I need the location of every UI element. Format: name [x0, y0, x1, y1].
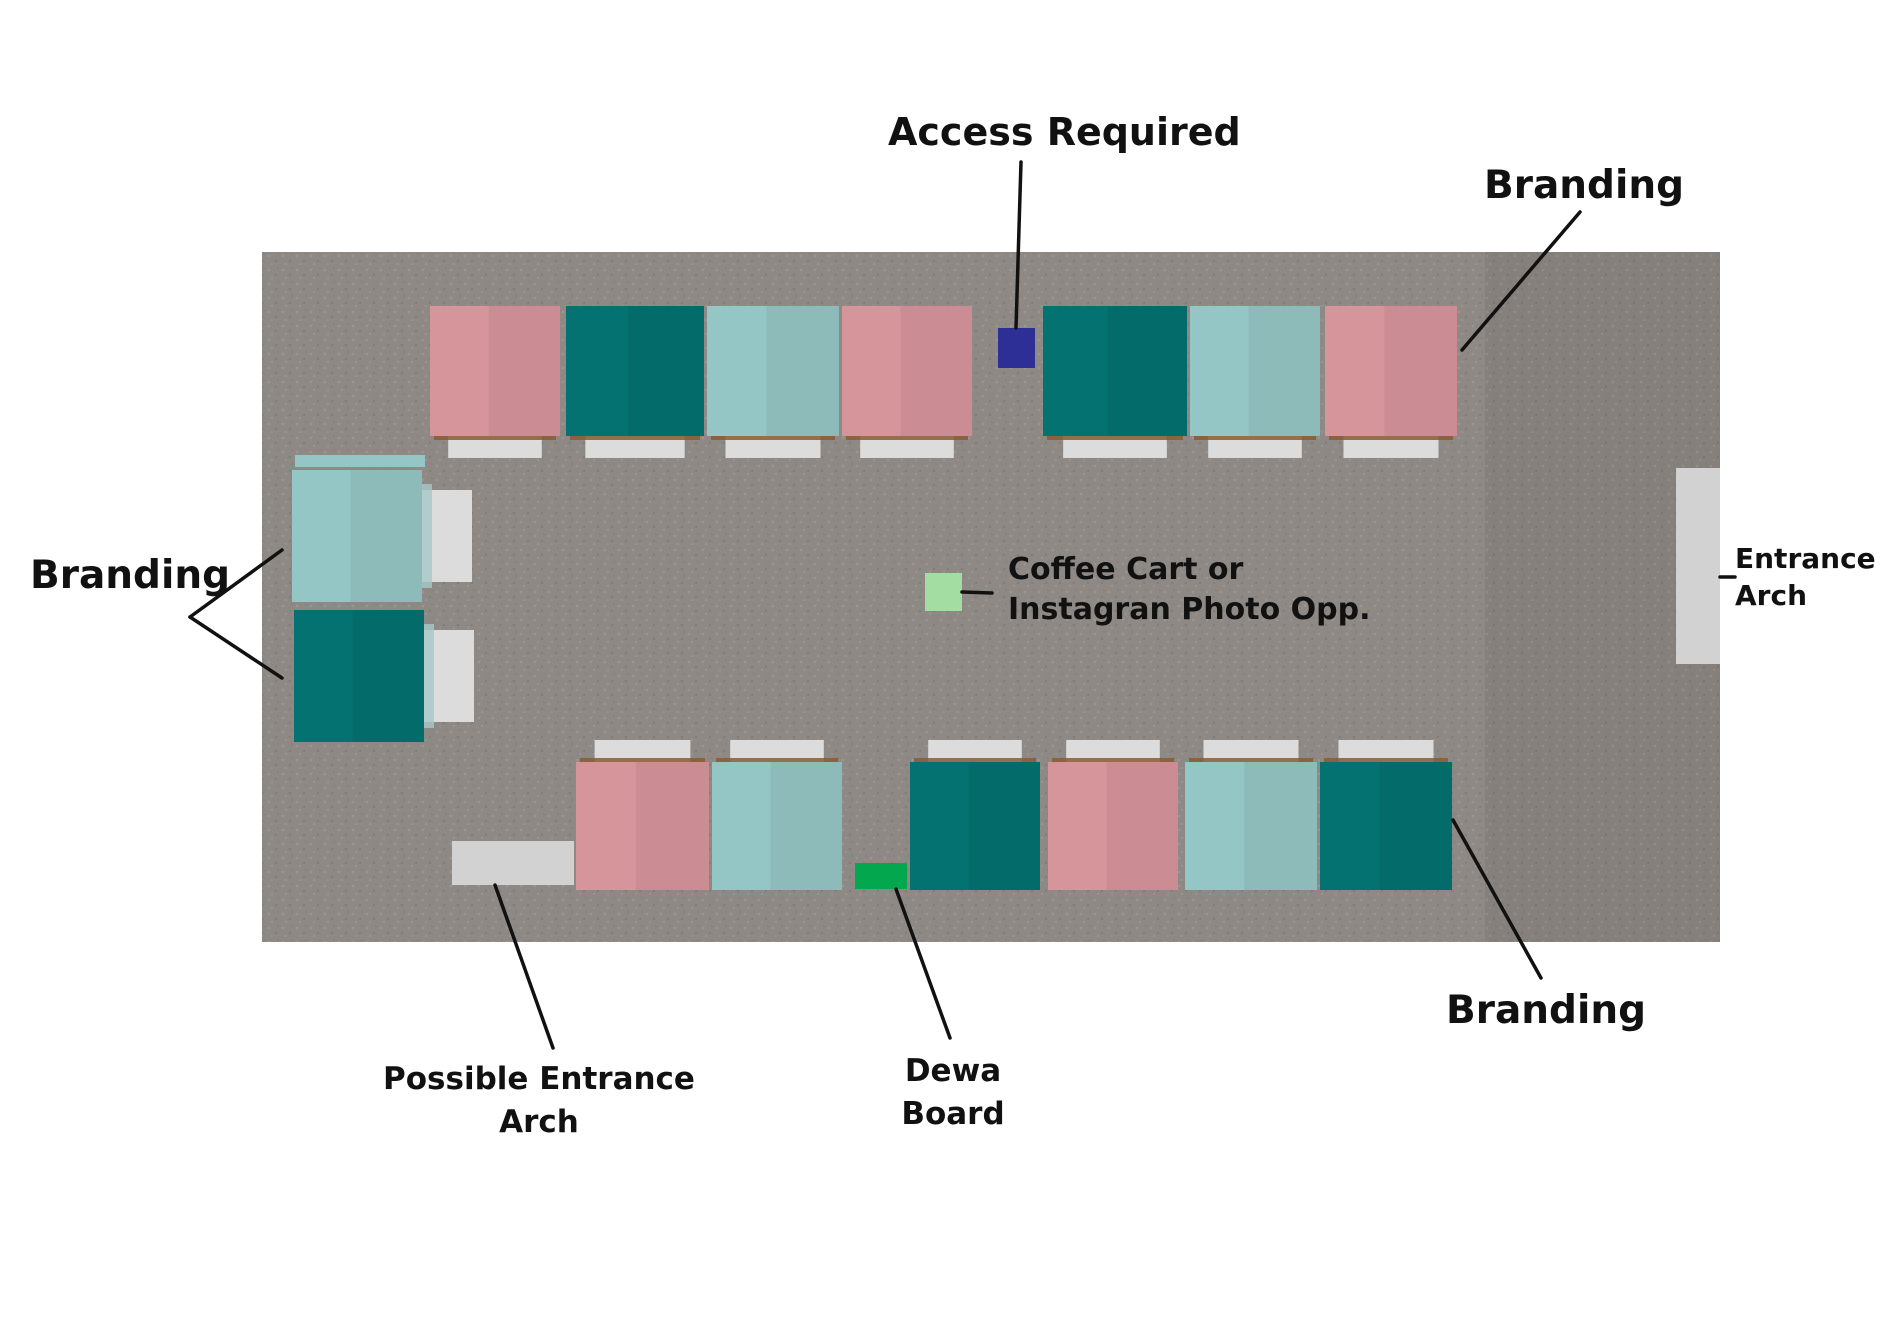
- booth-bottom-5-roof: [1185, 762, 1317, 890]
- access-required-label: Access Required: [888, 110, 1241, 154]
- booth-top-2: [566, 306, 704, 458]
- booth-top-5-roof: [1043, 306, 1187, 436]
- booth-top-2-roof: [566, 306, 704, 436]
- booth-bottom-4-roof: [1048, 762, 1178, 890]
- booth-top-4-roof: [842, 306, 972, 436]
- booth-left-1: [292, 470, 472, 602]
- booth-top-4-roof-shade: [900, 306, 972, 436]
- booth-top-3: [707, 306, 839, 458]
- booth-top-7-roof: [1325, 306, 1457, 436]
- dewa-board-marker: [855, 863, 907, 889]
- booth-bottom-1-roof-shade: [635, 762, 709, 890]
- booth-bottom-6-roof: [1320, 762, 1452, 890]
- access-required-leader: [1014, 160, 1023, 330]
- entrance-arch-label: Entrance Arch: [1735, 540, 1876, 614]
- entrance-arch-marker: [1676, 468, 1720, 664]
- booth-bottom-3-roof-shade: [968, 762, 1040, 890]
- possible-entrance-arch-label-line1: Possible Entrance: [383, 1061, 695, 1097]
- booth-top-4: [842, 306, 972, 458]
- booth-bottom-3: [910, 740, 1040, 890]
- access-required-marker: [998, 328, 1035, 368]
- booth-bottom-3-roof: [910, 762, 1040, 890]
- coffee-cart-marker: [925, 573, 962, 611]
- branding-left-leader-lower: [188, 615, 284, 680]
- booth-bottom-1-roof: [576, 762, 709, 890]
- booth-bottom-1: [576, 740, 709, 890]
- dewa-board-leader: [894, 887, 952, 1040]
- booth-top-3-roof-shade: [766, 306, 839, 436]
- branding-top-leader: [1460, 210, 1582, 352]
- branding-left-label: Branding: [30, 553, 231, 598]
- booth-bottom-2: [712, 740, 842, 890]
- booth-left-2-roof: [294, 610, 424, 742]
- booth-top-6: [1190, 306, 1320, 458]
- booth-top-6-roof-shade: [1248, 306, 1320, 436]
- coffee-cart-label: Coffee Cart or Instagran Photo Opp.: [1008, 550, 1370, 630]
- booth-left-2: [294, 610, 474, 742]
- booth-top-5-roof-shade: [1107, 306, 1187, 436]
- booth-bottom-6-roof-shade: [1379, 762, 1452, 890]
- booth-top-5: [1043, 306, 1187, 458]
- booth-bottom-2-roof-shade: [770, 762, 842, 890]
- booth-bottom-5-roof-shade: [1244, 762, 1317, 890]
- booth-bottom-4: [1048, 740, 1178, 890]
- booth-top-7-roof-shade: [1384, 306, 1457, 436]
- booth-top-1-roof-shade: [488, 306, 560, 436]
- dewa-board-label-line2: Board: [901, 1096, 1005, 1132]
- possible-entrance-arch-leader: [493, 883, 555, 1050]
- booth-bottom-4-roof-shade: [1106, 762, 1178, 890]
- booth-top-1-roof: [430, 306, 560, 436]
- booth-top-2-roof-shade: [628, 306, 704, 436]
- dewa-board-label: Dewa Board: [890, 1050, 1016, 1136]
- branding-top-label: Branding: [1484, 163, 1685, 208]
- booth-bottom-5: [1185, 740, 1317, 890]
- branding-bottom-leader: [1451, 818, 1543, 980]
- booth-left-1-roof: [292, 470, 422, 602]
- booth-bottom-2-roof: [712, 762, 842, 890]
- possible-entrance-arch-label: Possible Entrance Arch: [378, 1058, 700, 1144]
- booth-top-7: [1325, 306, 1457, 458]
- booth-top-1: [430, 306, 560, 458]
- possible-entrance-arch-label-line2: Arch: [499, 1104, 579, 1140]
- booth-left-1-roof-shade: [350, 470, 422, 602]
- booth-top-6-roof: [1190, 306, 1320, 436]
- branding-bottom-label: Branding: [1446, 988, 1647, 1033]
- coffee-cart-label-line1: Coffee Cart or: [1008, 552, 1244, 587]
- dewa-board-label-line1: Dewa: [904, 1053, 1002, 1089]
- possible-entrance-arch-marker: [452, 841, 574, 885]
- booth-left-2-roof-shade: [352, 610, 424, 742]
- booth-left-1-awning: [295, 455, 425, 467]
- entrance-arch-label-line2: Arch: [1735, 579, 1808, 612]
- coffee-cart-label-line2: Instagran Photo Opp.: [1008, 592, 1371, 627]
- coffee-cart-leader: [960, 590, 994, 595]
- entrance-arch-label-line1: Entrance: [1735, 542, 1876, 575]
- booth-bottom-6: [1320, 740, 1452, 890]
- booth-top-3-roof: [707, 306, 839, 436]
- branding-left-leader-upper: [188, 548, 284, 619]
